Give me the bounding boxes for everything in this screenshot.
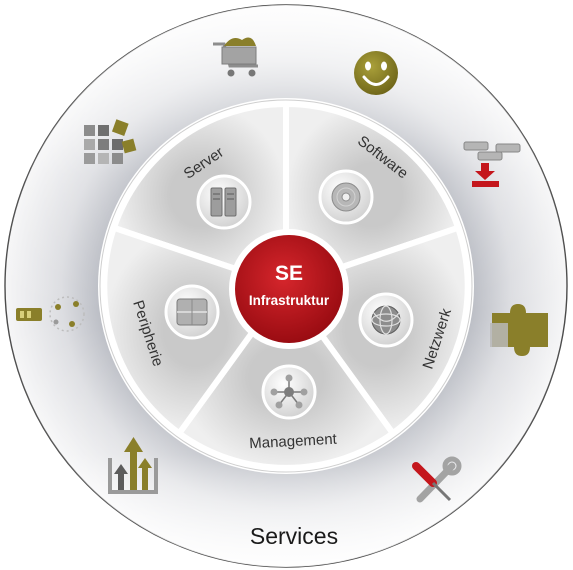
server-rack-icon: [196, 174, 252, 230]
services-label: Services: [250, 523, 338, 549]
tools-wrench-screwdriver-icon[interactable]: [412, 456, 462, 503]
center-hub[interactable]: SE Infrastruktur: [229, 229, 349, 349]
smiley-face-icon[interactable]: [354, 51, 398, 95]
center-title: SE: [275, 262, 303, 285]
globe-network-icon: [358, 292, 414, 348]
puzzle-piece-icon[interactable]: [490, 304, 548, 356]
network-connection-icon[interactable]: [16, 296, 85, 332]
peripheral-device-icon: [164, 284, 220, 340]
growth-arrows-icon[interactable]: [108, 437, 158, 494]
download-stack-icon[interactable]: [463, 141, 521, 187]
shopping-cart-icon[interactable]: [213, 37, 258, 77]
segment-label-management: Management: [249, 431, 338, 453]
management-nodes-icon: [261, 364, 317, 420]
cd-disc-icon: [318, 169, 374, 225]
center-subtitle: Infrastruktur: [249, 293, 330, 308]
tiles-grid-icon[interactable]: [84, 119, 137, 164]
